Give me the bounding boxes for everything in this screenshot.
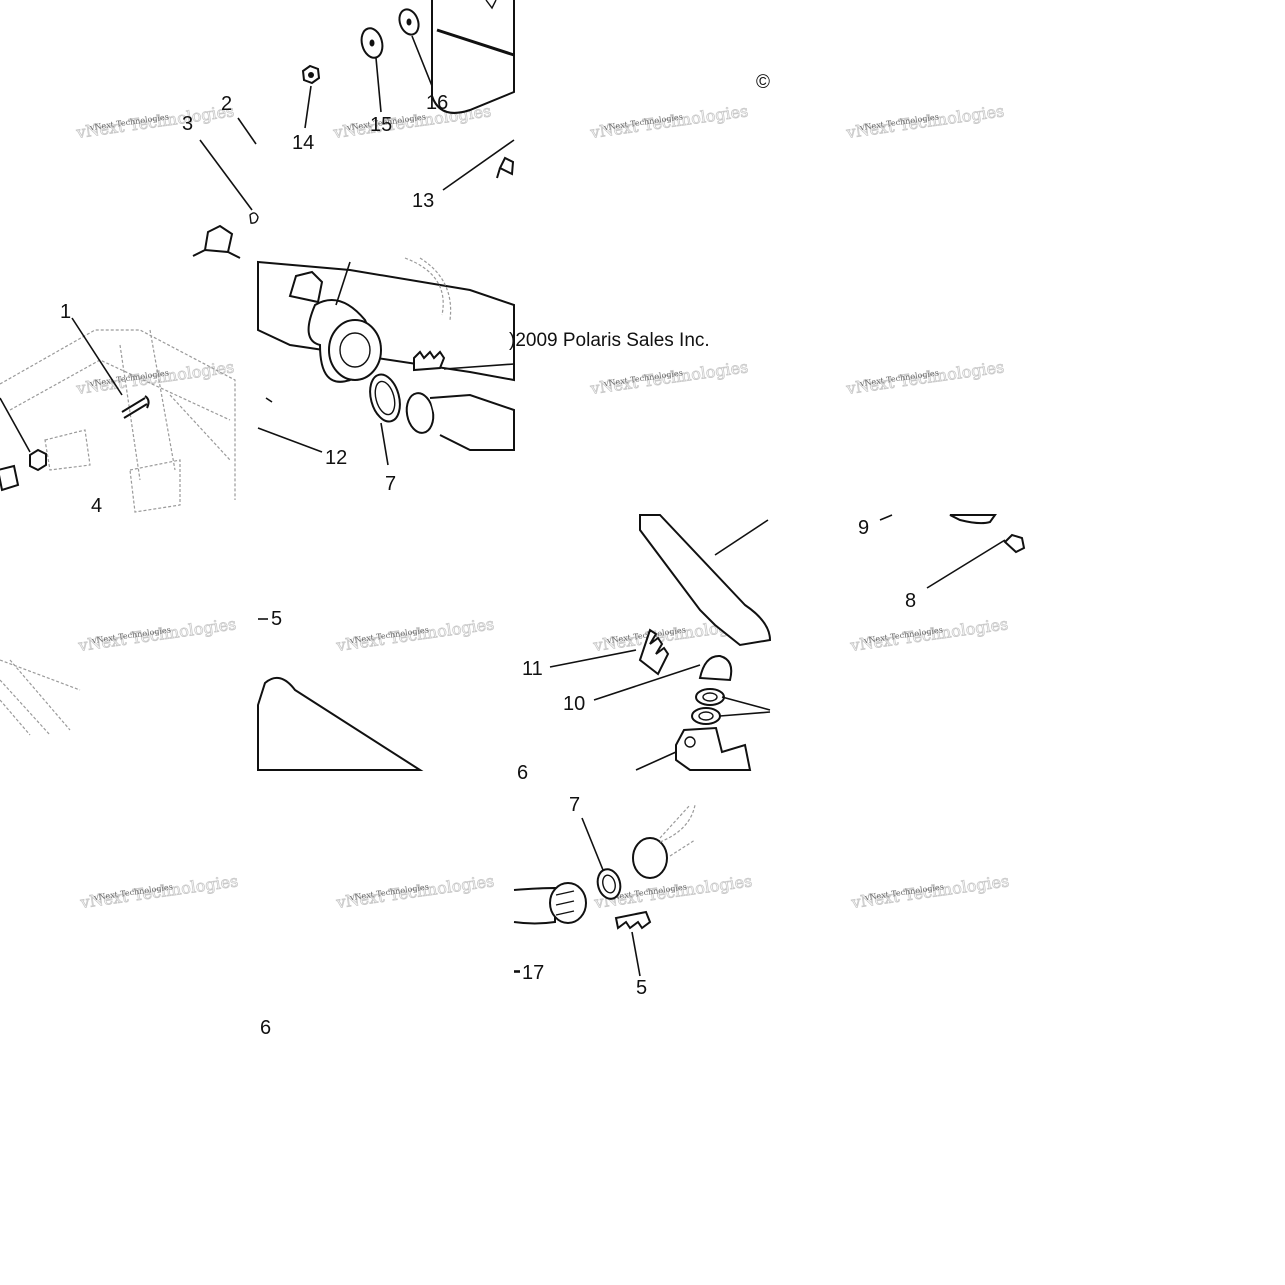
spring-icon xyxy=(638,628,670,676)
bolt-icon xyxy=(1003,533,1026,554)
callout-4: 4 xyxy=(91,495,102,517)
callout-8: 8 xyxy=(905,590,916,612)
callout-5: 5 xyxy=(636,977,647,999)
cap-icon xyxy=(698,654,733,682)
callout-10: 10 xyxy=(563,693,585,715)
bolt-icon xyxy=(121,395,150,419)
callout-6: 6 xyxy=(517,762,528,784)
copyright-notice: )2009 Polaris Sales Inc. © xyxy=(509,72,770,351)
callout-7: 7 xyxy=(385,473,396,495)
callout-7: 7 xyxy=(569,794,580,816)
callout-15: 15 xyxy=(370,114,392,136)
callout-9: 9 xyxy=(858,517,869,539)
callout-17: 17 xyxy=(522,962,544,984)
spring-icon xyxy=(413,350,446,372)
copyright-symbol: © xyxy=(756,72,770,93)
muffler-icon xyxy=(431,0,515,114)
callout-3: 3 xyxy=(182,113,193,135)
tile-middle-right xyxy=(879,514,1026,589)
callout-14: 14 xyxy=(292,132,314,154)
bracket-icon xyxy=(192,224,241,259)
callout-11: 11 xyxy=(522,658,543,680)
copyright-text: )2009 Polaris Sales Inc. xyxy=(509,330,710,351)
callout-12: 12 xyxy=(325,447,347,469)
nut-icon xyxy=(29,448,47,472)
bracket-icon xyxy=(675,726,752,771)
callout-13: 13 xyxy=(412,190,434,212)
bushing-icon xyxy=(0,464,20,492)
callout-6: 6 xyxy=(260,1017,271,1039)
callout-1: 1 xyxy=(60,301,71,323)
bolt-icon xyxy=(496,156,515,179)
tile-top-center-left xyxy=(257,0,515,466)
tile-top-left xyxy=(0,27,384,513)
tile-middle xyxy=(0,514,772,771)
tile-masks xyxy=(514,0,756,257)
callout-5: 5 xyxy=(271,608,282,630)
tile-bottom-center xyxy=(513,804,696,977)
tailpipe-icon xyxy=(257,676,424,771)
callout-2: 2 xyxy=(221,93,232,115)
callout-labels: 1 2 3 4 5 5 6 6 7 7 8 9 10 11 12 13 14 1… xyxy=(60,92,916,1039)
spring-icon xyxy=(614,910,652,930)
callout-16: 16 xyxy=(426,92,448,114)
